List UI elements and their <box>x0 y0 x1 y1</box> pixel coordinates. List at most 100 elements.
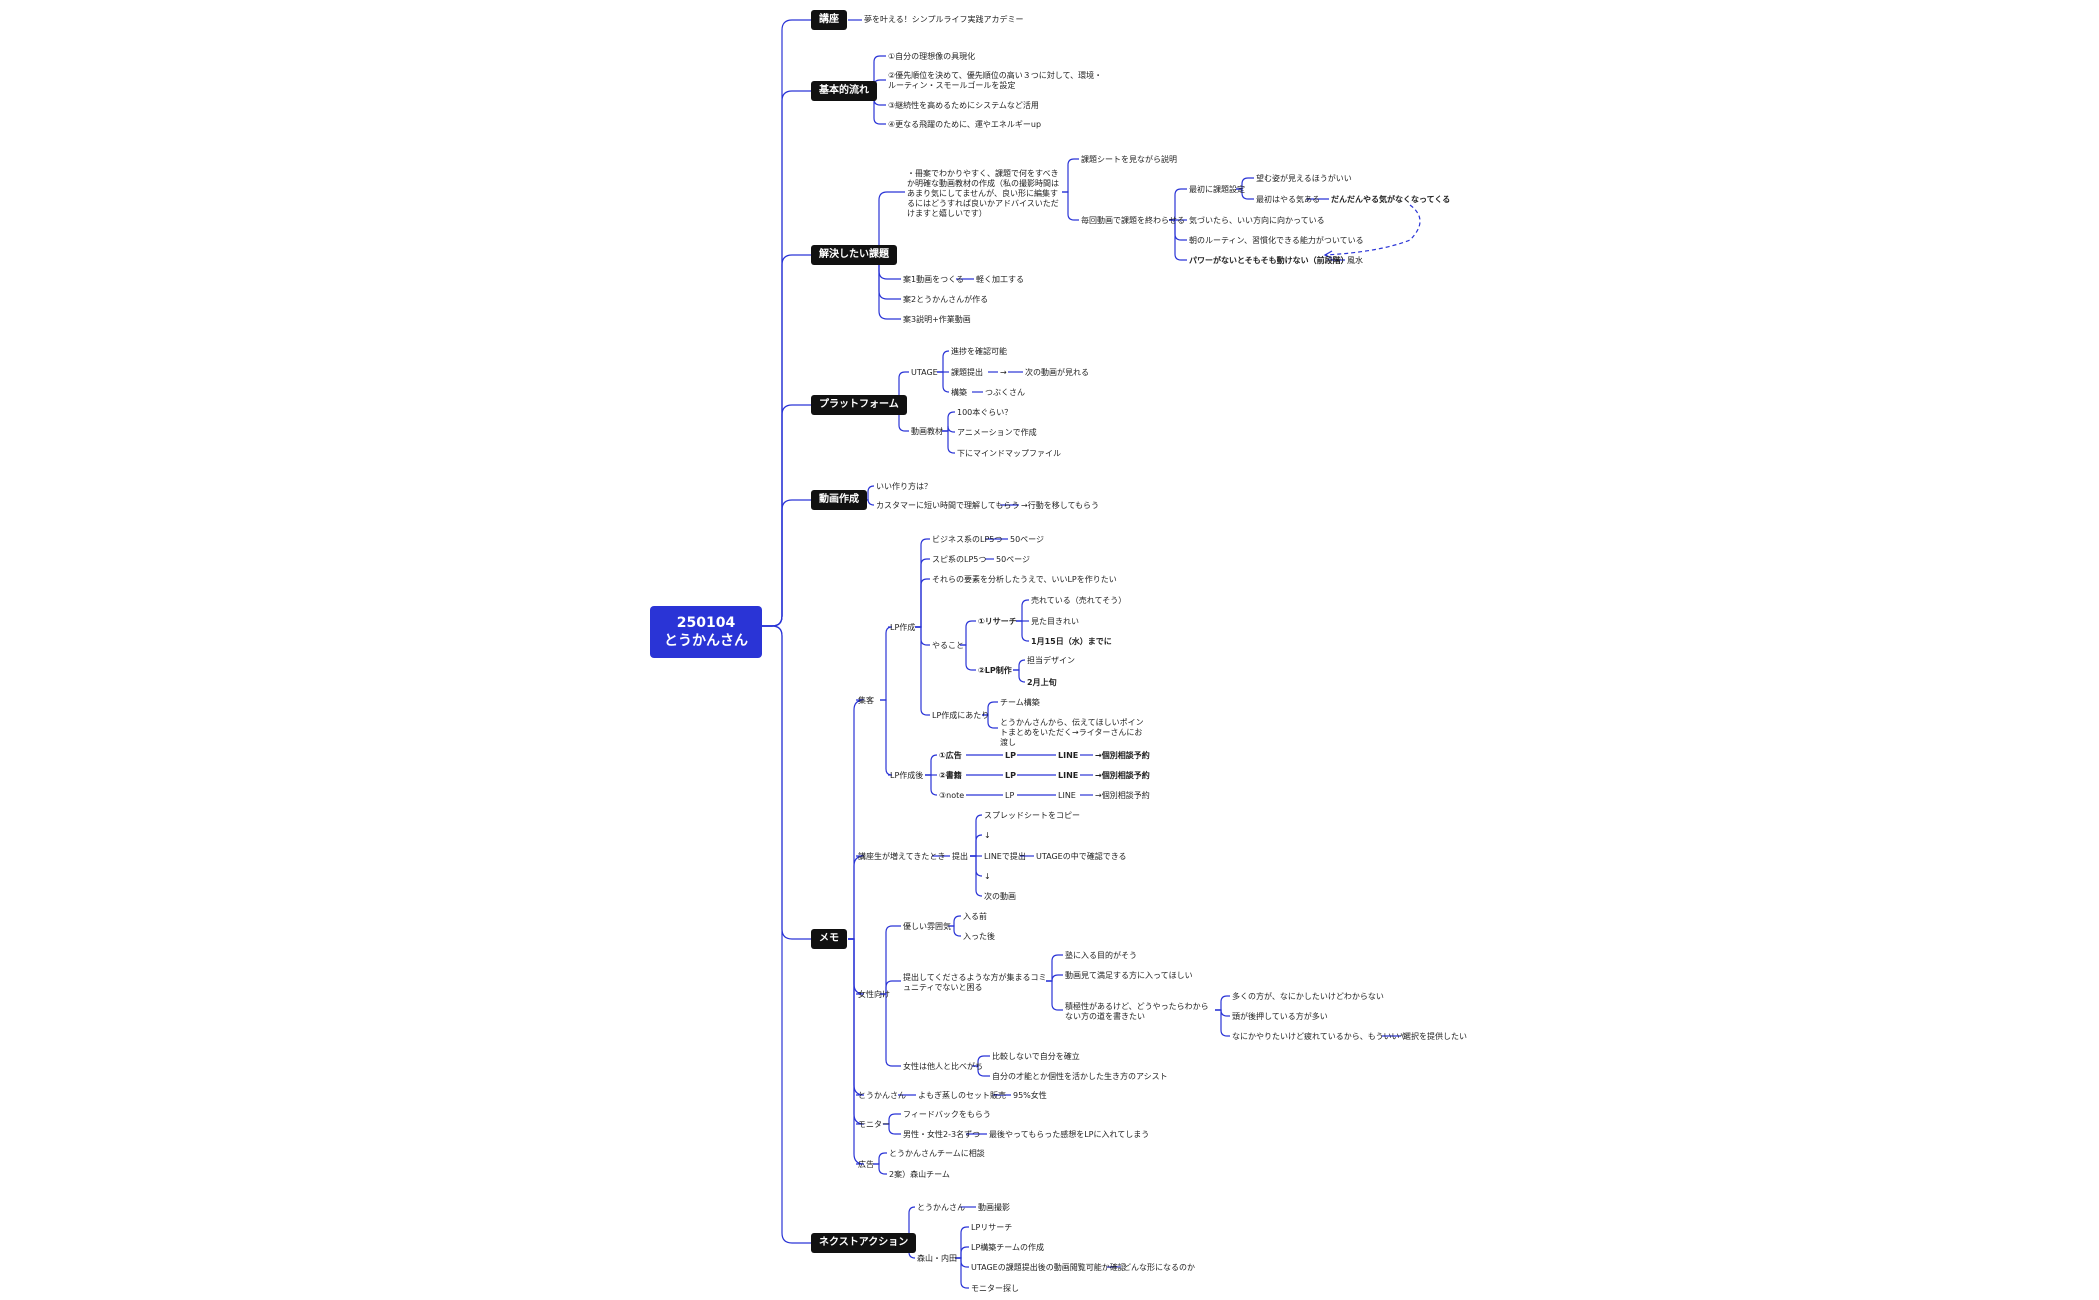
memo-many[interactable]: 多くの方が、なにかしたいけどわからない <box>1232 992 1384 1001</box>
next-moriyama[interactable]: 森山・内田 <box>917 1254 957 1263</box>
memo-route-ad-line[interactable]: LINE <box>1058 751 1079 760</box>
memo-teishutsu[interactable]: 提出 <box>952 852 968 861</box>
memo-spi-pages[interactable]: 50ページ <box>996 555 1031 564</box>
issues-main[interactable]: ・冊案でわかりやすく、課題で何をすべきか明確な動画教材の作成（私の撮影時間はあま… <box>907 169 1059 218</box>
memo-team-mgmt[interactable]: チーム構築 <box>1000 698 1040 707</box>
memo-fund[interactable]: 動画見て満足する方に入ってほしい <box>1065 971 1193 980</box>
memo-research[interactable]: ①リサーチ <box>978 617 1017 626</box>
memo-ad2[interactable]: 広告 <box>858 1160 874 1169</box>
memo-after[interactable]: 入った後 <box>963 932 995 941</box>
memo-deadline2[interactable]: 2月上旬 <box>1027 678 1057 687</box>
issues-goal-view[interactable]: 望む姿が見えるほうがいい <box>1256 174 1352 183</box>
memo-todo[interactable]: やること <box>932 641 964 650</box>
memo-lp-make[interactable]: ②LP制作 <box>978 666 1012 675</box>
memo-utage-check[interactable]: UTAGEの中で確認できる <box>1036 852 1127 861</box>
memo-before[interactable]: 入る前 <box>963 912 987 921</box>
issues-plan1-sub[interactable]: 軽く加工する <box>976 275 1024 284</box>
next-what-form[interactable]: どんな形になるのか <box>1123 1263 1195 1272</box>
video-how[interactable]: いい作り方は？ <box>876 482 932 491</box>
memo-biz-lp[interactable]: ビジネス系のLP5つ <box>932 535 1003 544</box>
memo-active[interactable]: 積極性があるけど、どうやったらわからない方の道を書きたい <box>1065 1002 1209 1021</box>
memo-talent[interactable]: 自分の才能とか個性を活かした生き方のアシスト <box>992 1072 1168 1081</box>
issues-every[interactable]: 毎回動画で課題を終わらせる <box>1081 216 1185 225</box>
topic-flow[interactable]: 基本的流れ <box>811 81 877 101</box>
next-lp-research[interactable]: LPリサーチ <box>971 1223 1013 1232</box>
issues-plan3[interactable]: 案3説明+作業動画 <box>903 315 971 324</box>
memo-no-compare[interactable]: 比較しないで自分を確立 <box>992 1052 1080 1061</box>
memo-compare[interactable]: 女性は他人と比べがち <box>903 1062 983 1071</box>
flow-item-3[interactable]: ③継続性を高めるためにシステムなど活用 <box>888 101 1039 110</box>
memo-forest[interactable]: 2案）森山チーム <box>889 1170 950 1179</box>
memo-shukyaku[interactable]: 集客 <box>858 696 874 705</box>
memo-route-note-consult[interactable]: →個別相談予約 <box>1095 791 1150 800</box>
platform-progress[interactable]: 進捗を確認可能 <box>951 347 1007 356</box>
memo-feedback[interactable]: フィードバックをもらう <box>903 1110 991 1119</box>
memo-route-note-line[interactable]: LINE <box>1058 791 1076 800</box>
memo-route-post-consult[interactable]: →個別相談予約 <box>1095 771 1150 780</box>
platform-submit[interactable]: 課題提出 <box>951 368 983 377</box>
video-action[interactable]: →行動を移してもらう <box>1021 501 1100 510</box>
platform-material[interactable]: 動画教材 <box>911 427 943 436</box>
memo-points[interactable]: とうかんさんから、伝えてほしいポイントまとめをいただく→ライターさんにお渡し <box>1000 718 1144 747</box>
memo-mf[interactable]: 男性・女性2-3名ずつ <box>903 1130 981 1139</box>
memo-designer[interactable]: 担当デザイン <box>1027 656 1075 665</box>
issues-routine[interactable]: 朝のルーティン、習慣化できる能力がついている <box>1189 236 1364 245</box>
memo-route-ad[interactable]: ①広告 <box>939 751 962 760</box>
memo-women[interactable]: 女性向け <box>858 990 890 999</box>
flow-item-2[interactable]: ②優先順位を決めて、優先順位の高い３つに対して、環境・ルーティン・スモールゴール… <box>888 71 1103 90</box>
memo-route-post-line[interactable]: LINE <box>1058 771 1079 780</box>
memo-dream[interactable]: 頭が後押している方が多い <box>1232 1012 1328 1021</box>
issues-plan1[interactable]: 案1動画をつくる <box>903 275 964 284</box>
topic-next[interactable]: ネクストアクション <box>811 1233 917 1253</box>
platform-next-video[interactable]: 次の動画が見れる <box>1025 368 1089 377</box>
memo-set-sale[interactable]: よもぎ蒸しのセット販売 <box>918 1091 1006 1100</box>
memo-route-note[interactable]: ③note <box>939 791 965 800</box>
flow-item-1[interactable]: ①自分の理想像の具現化 <box>888 52 976 61</box>
memo-route-ad-consult[interactable]: →個別相談予約 <box>1095 751 1150 760</box>
issues-sheet[interactable]: 課題シートを見ながら説明 <box>1081 155 1177 164</box>
memo-monitor[interactable]: モニター <box>858 1120 890 1129</box>
memo-copy-sheet[interactable]: スプレッドシートをコピー <box>984 811 1080 820</box>
next-lp-team[interactable]: LP構築チームの作成 <box>971 1243 1045 1252</box>
platform-utage[interactable]: UTAGE <box>911 368 938 377</box>
memo-toukan[interactable]: とうかんさん <box>858 1091 906 1100</box>
kouza-item[interactable]: 夢を叶える！シンプルライフ実践アカデミー <box>864 15 1024 24</box>
memo-spi-lp[interactable]: スピ系のLP5つ <box>932 555 987 564</box>
memo-purpose[interactable]: 塾に入る目的がそう <box>1065 951 1137 960</box>
memo-looks[interactable]: 見た目きれい <box>1031 617 1079 626</box>
memo-biz-pages[interactable]: 50ページ <box>1010 535 1045 544</box>
memo-route-post-lp[interactable]: LP <box>1005 771 1016 780</box>
memo-route-ad-lp[interactable]: LP <box>1005 751 1016 760</box>
memo-lp-create[interactable]: LP作成 <box>890 623 916 632</box>
issues-motivated[interactable]: 最初はやる気ある <box>1256 195 1320 204</box>
memo-line-submit[interactable]: LINEで提出 <box>984 852 1026 861</box>
memo-kind[interactable]: 優しい雰囲気 <box>903 922 951 931</box>
topic-kouza[interactable]: 講座 <box>811 10 847 30</box>
issues-realize[interactable]: 気づいたら、いい方向に向かっている <box>1189 216 1325 225</box>
memo-students[interactable]: 講座生が増えてきたとき <box>858 852 946 861</box>
video-customer[interactable]: カスタマーに短い時間で理解してもらう <box>876 501 1020 510</box>
memo-after-lp[interactable]: LP作成後 <box>890 771 924 780</box>
memo-choice[interactable]: 選択を提供したい <box>1403 1032 1467 1041</box>
memo-tired[interactable]: なにかやりたいけど疲れているから、もういいや <box>1232 1032 1408 1041</box>
memo-route-post[interactable]: ②書籍 <box>939 771 962 780</box>
memo-women95[interactable]: 95%女性 <box>1013 1091 1047 1100</box>
issues-fengshui[interactable]: 風水 <box>1347 256 1363 265</box>
memo-final[interactable]: 最後やってもらった感想をLPに入れてしまう <box>989 1130 1150 1139</box>
issues-fading[interactable]: だんだんやる気がなくなってくる <box>1331 195 1451 204</box>
memo-analyze[interactable]: それらの要素を分析したうえで、いいLPを作りたい <box>932 575 1117 584</box>
platform-mindmap[interactable]: 下にマインドマップファイル <box>957 449 1061 458</box>
issues-first[interactable]: 最初に課題設定 <box>1189 185 1245 194</box>
memo-community[interactable]: 提出してくださるような方が集まるコミュニティでないと困る <box>903 973 1047 992</box>
platform-animation[interactable]: アニメーションで作成 <box>957 428 1037 437</box>
next-shoot[interactable]: 動画撮影 <box>978 1203 1010 1212</box>
memo-route-note-lp[interactable]: LP <box>1005 791 1015 800</box>
platform-count[interactable]: 100本ぐらい？ <box>957 408 1013 417</box>
issues-plan2[interactable]: 案2とうかんさんが作る <box>903 295 989 304</box>
topic-memo[interactable]: メモ <box>811 929 847 949</box>
topic-issues[interactable]: 解決したい課題 <box>811 245 897 265</box>
root-node[interactable]: 250104 とうかんさん <box>650 606 762 658</box>
platform-design[interactable]: 構築 <box>951 388 967 397</box>
issues-no-power[interactable]: パワーがないとそもそも動けない（前段階） <box>1189 256 1349 265</box>
topic-platform[interactable]: プラットフォーム <box>811 395 907 415</box>
